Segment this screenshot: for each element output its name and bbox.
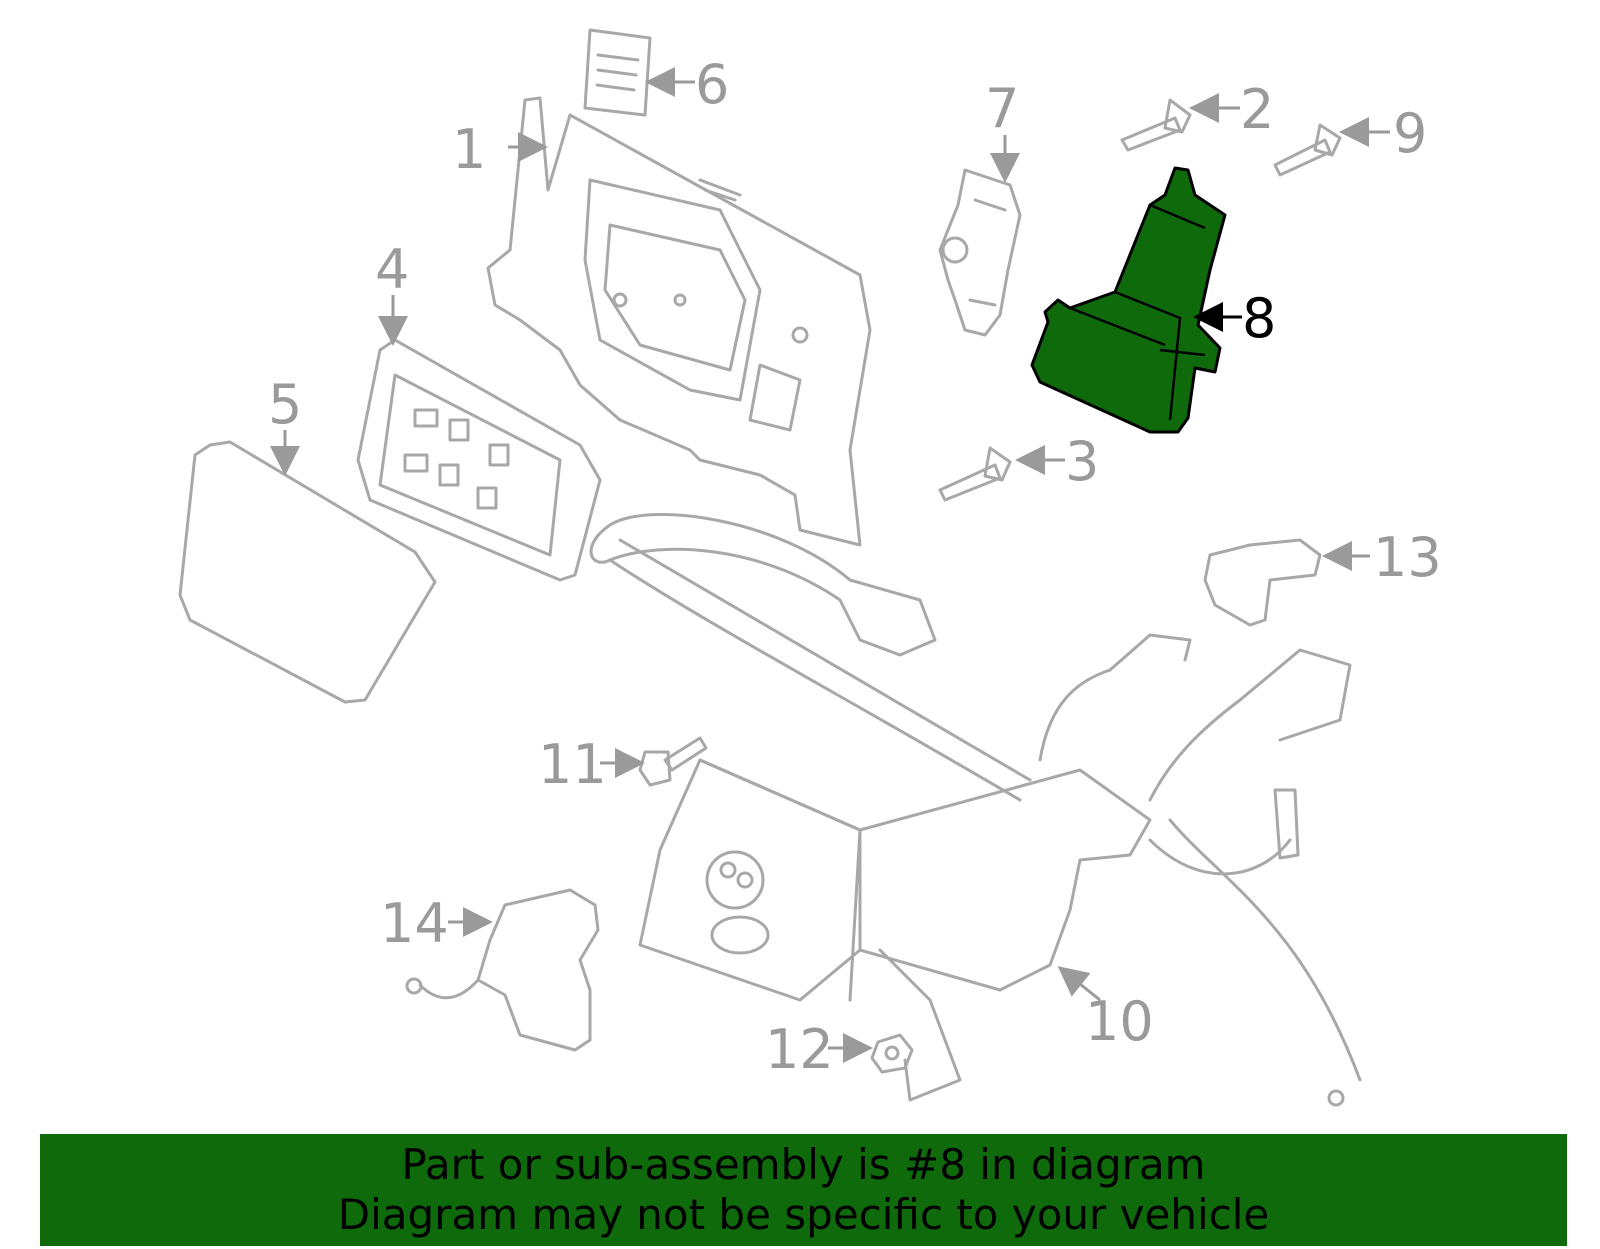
part-3-screw[interactable] bbox=[938, 446, 1012, 502]
harness-tube[interactable] bbox=[589, 512, 1032, 802]
callout-10: 10 bbox=[1085, 990, 1154, 1053]
part-10-charge-port-assembly[interactable] bbox=[638, 633, 1362, 1107]
info-banner: Part or sub-assembly is #8 in diagram Di… bbox=[40, 1134, 1567, 1246]
callout-3: 3 bbox=[1065, 430, 1099, 493]
part-1-bracket-frame[interactable] bbox=[486, 96, 872, 547]
arrow-10 bbox=[1057, 966, 1101, 1002]
part-9-screw[interactable] bbox=[1273, 123, 1342, 177]
callout-5: 5 bbox=[268, 373, 302, 436]
part-11-bolt[interactable] bbox=[638, 736, 708, 787]
callout-12: 12 bbox=[765, 1018, 834, 1081]
callout-4: 4 bbox=[375, 238, 409, 301]
callout-11: 11 bbox=[538, 733, 607, 796]
callout-2: 2 bbox=[1240, 78, 1274, 141]
part-12-nut[interactable] bbox=[870, 1033, 914, 1074]
part-5-cover-panel[interactable] bbox=[178, 440, 437, 704]
banner-line-2: Diagram may not be specific to your vehi… bbox=[337, 1190, 1270, 1239]
part-8-module-highlighted[interactable] bbox=[1030, 166, 1227, 434]
callout-13: 13 bbox=[1373, 526, 1442, 589]
parts-diagram: 6 1 7 2 9 8 3 4 5 13 11 14 10 12 bbox=[178, 28, 1442, 1107]
part-2-screw[interactable] bbox=[1120, 98, 1192, 152]
part-7-sensor[interactable] bbox=[938, 168, 1022, 337]
callout-6: 6 bbox=[695, 53, 729, 116]
part-6-label-plate[interactable] bbox=[583, 28, 652, 117]
banner-line-1: Part or sub-assembly is #8 in diagram bbox=[401, 1140, 1206, 1189]
callout-8: 8 bbox=[1242, 287, 1276, 350]
callout-14: 14 bbox=[380, 892, 449, 955]
callout-9: 9 bbox=[1393, 102, 1427, 165]
part-14-lock-bracket[interactable] bbox=[405, 888, 600, 1052]
part-13-bracket[interactable] bbox=[1203, 538, 1322, 627]
callout-1: 1 bbox=[452, 118, 486, 181]
part-4-control-panel[interactable] bbox=[356, 338, 602, 582]
callout-7: 7 bbox=[985, 77, 1019, 140]
